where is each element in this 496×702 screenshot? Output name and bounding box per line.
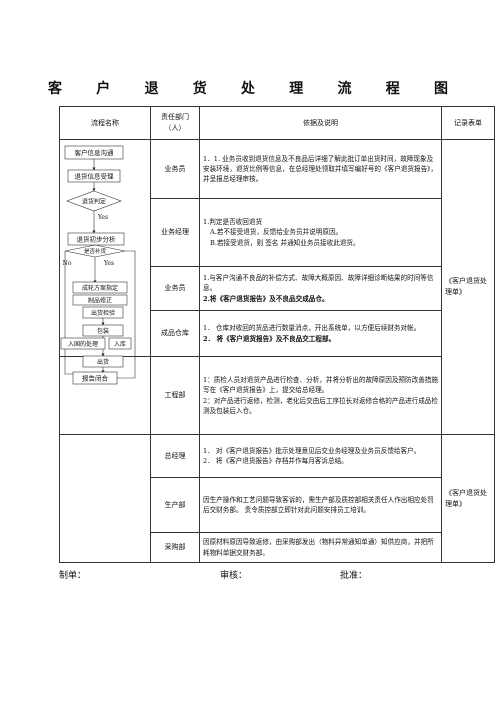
page-title: 客 户 退 货 处 理 流 程 图: [48, 78, 448, 98]
table-row: 总经理 1． 对《客户退货报告》批示处理意见后交业务经理及业务员反馈给客户。 2…: [59, 434, 495, 563]
header-row: 流程名称 责任部门（人） 依据及说明 记录表单: [59, 106, 495, 140]
header-desc: 依据及说明: [199, 106, 442, 140]
desc-line: 2：对产品进行返修，检测，老化后交由后工序拉长对返修合格的产品进行成品检测及包装…: [203, 396, 438, 415]
flow-yes2-label: Yes: [103, 260, 114, 267]
header-dept: 责任部门（人）: [150, 106, 200, 140]
dept-cell: 业务员: [150, 266, 200, 311]
flow-box-close-label: 报告闭合: [82, 374, 109, 383]
flow-box-customer-label: 客户信息沟通: [75, 148, 115, 157]
dept-cell: 成品仓库: [150, 310, 200, 357]
desc-cell: 1． 仓库对收回的货品进行数量消点，开出系统单，以方便后续财务对帐。 2． 将《…: [199, 310, 442, 357]
dept-cell: 采购部: [150, 532, 200, 563]
desc-line: 1． 对《客户退货报告》批示处理意见后交业务经理及业务员反馈给客户。: [203, 446, 421, 455]
desc-line: 1.判定是否收回退货: [203, 218, 263, 227]
table-row: 工程部 1：质检人员对退货产品进行检查、分析，并将分析出的故障原因及预防改善措施…: [59, 356, 495, 435]
table-row: 采购部 因原材料原因导致返修，由采购部发出（物料异常通知单通）知供应商，并把所耗…: [60, 532, 495, 563]
table-row: 业务员 1.与客户沟通不良品的补偿方式、故障大概原因、故障详细诊断结果的时间等信…: [60, 266, 495, 311]
flow-box-analysis-label: 退货初步分析: [77, 235, 117, 244]
desc-line: 1． 仓库对收回的货品进行数量消点，开出系统单，以方便后续财务对帐。: [203, 324, 421, 333]
dept-cell: 总经理: [150, 434, 200, 478]
flow-box-check-label: 出货检验: [91, 309, 115, 317]
flow-box-handle: [60, 337, 106, 350]
title-char: 退: [144, 81, 159, 97]
title-char: 货: [192, 81, 207, 97]
title-char: 程: [385, 81, 400, 97]
dept-cell: 工程部: [150, 356, 200, 435]
title-char: 户: [96, 81, 111, 97]
flow-box-warehouse-label: 入库: [114, 340, 126, 348]
reviewer-label: 审核：: [220, 571, 248, 581]
flowchart-cell-bottom: [59, 434, 151, 563]
desc-line: A.若不接受退货，反馈给业务员并说明原因。: [210, 228, 343, 237]
flow-line: [117, 364, 136, 379]
desc-cell: 因原材料原因导致返修，由采购部发出（物料异常通知单通）知供应商，并把所耗物料单据…: [199, 532, 442, 563]
desc-cell: 因生产操作和工艺问题导致客诉的，需生产部及质控部相关责任人作出相应处罚后交财务部…: [199, 477, 442, 533]
flow-box-plan-label: 成轮方案指定: [82, 284, 118, 292]
dept-cell: 生产部: [150, 477, 200, 533]
process-table: 流程名称 责任部门（人） 依据及说明 记录表单 业务员 1．1. 业务员收到退货…: [59, 106, 495, 563]
desc-line: 1：质检人员对退货产品进行检查、分析，并将分析出的故障原因及预防改善措施写在《客…: [203, 376, 438, 395]
flow-box-accept-label: 退货信息受理: [75, 172, 115, 181]
desc-cell: 1.与客户沟通不良品的补偿方式、故障大概原因、故障详细诊断结果的时间等信息。 2…: [199, 266, 442, 311]
flow-box-fix: [72, 294, 128, 306]
record-cell: 《客户退货处理单》: [441, 434, 495, 563]
desc-cell: 1．1. 业务员收到退货信息及不良品后详细了解此批订单出货时间，故障现象及安装环…: [199, 139, 442, 199]
maker-label: 制单：: [59, 571, 87, 581]
desc-line: 2.将《客户退货报告》及不良品交成品仓。: [203, 294, 329, 303]
flow-box-plan: [72, 281, 128, 294]
dept-cell: 业务经理: [150, 198, 200, 267]
title-char: 客: [48, 81, 62, 97]
table-row: 生产部 因生产操作和工艺问题导致客诉的，需生产部及质控部相关责任人作出相应处罚后…: [60, 477, 495, 533]
dept-cell: 业务员: [150, 139, 200, 199]
title-char: 图: [434, 81, 448, 97]
flow-line: [64, 349, 73, 375]
flow-diamond-label: 退货判定: [82, 198, 106, 206]
desc-cell: 1． 对《客户退货报告》批示处理意见后交业务经理及业务员反馈给客户。 2． 将《…: [199, 434, 442, 478]
flowchart: 客户信息沟通 退货信息受理 退货判定 Yes 退货初步分析 是否补货 No Ye…: [60, 145, 136, 385]
desc-line: 1.与客户沟通不良品的补偿方式、故障大概原因、故障详细诊断结果的时间等信息。: [203, 274, 434, 293]
desc-line: 因生产操作和工艺问题导致客诉的，需生产部及质控部相关责任人作出相应处罚后交财务部…: [203, 495, 434, 514]
flow-box-ship-label: 出货: [97, 358, 109, 366]
flow-no-label: No: [63, 260, 72, 267]
title-char: 处: [241, 81, 255, 97]
flow-box-fix-label: 制品修正: [88, 297, 112, 305]
desc-line: 2． 将《客户退货报告》及不良品交工程部。: [203, 334, 336, 343]
flow-diamond2-label: 是否补货: [84, 247, 107, 255]
flow-box-warehouse: [108, 337, 132, 350]
desc-line: 因原材料原因导致返修，由采购部发出（物料异常通知单通）知供应商，并把所耗物料单据…: [203, 538, 434, 557]
title-char: 流: [337, 81, 352, 97]
desc-line: 1．1. 业务员收到退货信息及不良品后详细了解此批订单出货时间，故障现象及安装环…: [203, 154, 438, 184]
table-row: 成品仓库 1． 仓库对收回的货品进行数量消点，开出系统单，以方便后续财务对帐。 …: [60, 310, 495, 357]
flow-box-handle-label: 入国的处理: [68, 340, 98, 348]
flow-box-pack-label: 包装: [97, 327, 109, 335]
flow-yes-label: Yes: [97, 214, 108, 221]
desc-cell: 1：质检人员对退货产品进行检查、分析，并将分析出的故障原因及预防改善措施写在《客…: [199, 356, 442, 435]
flow-line: [125, 250, 136, 364]
header-record: 记录表单: [441, 106, 495, 140]
record-cell: 《客户退货处理单》: [441, 139, 495, 435]
approver-label: 批准：: [340, 571, 368, 581]
table-row: 业务经理 1.判定是否收回退货 A.若不接受退货，反馈给业务员并说明原因。 B.…: [60, 198, 495, 267]
title-char: 理: [289, 81, 304, 97]
desc-line: B.若接受退货，则 签名 并通知业务员接收此退货。: [210, 238, 360, 247]
desc-line: 2． 将《客户退货报告》存档并作每月客诉总结。: [203, 457, 348, 465]
desc-cell: 1.判定是否收回退货 A.若不接受退货，反馈给业务员并说明原因。 B.若接受退货…: [199, 198, 442, 267]
